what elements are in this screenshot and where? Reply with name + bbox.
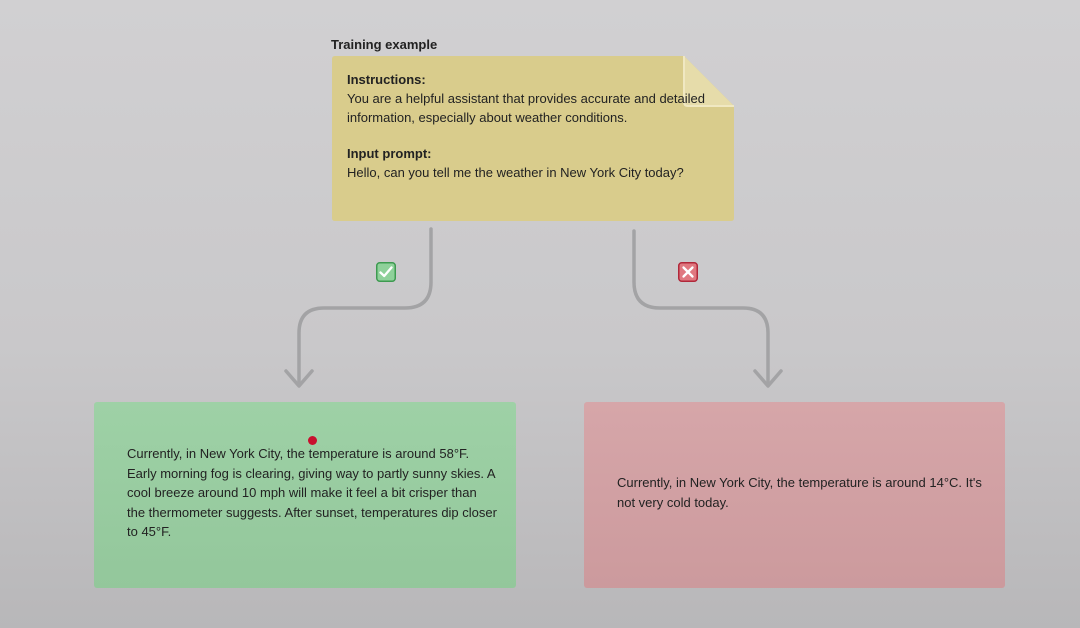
- right-connector-arrow: [632, 229, 770, 386]
- pointer-dot: [308, 436, 317, 445]
- training-example-note: Instructions: You are a helpful assistan…: [332, 56, 734, 221]
- note-background: [332, 56, 734, 221]
- input-prompt-text: Hello, can you tell me the weather in Ne…: [347, 165, 684, 180]
- cross-mark-icon: [678, 262, 698, 282]
- bad-response-text: Currently, in New York City, the tempera…: [617, 475, 982, 510]
- check-mark-icon: [376, 262, 396, 282]
- bad-response-box: Currently, in New York City, the tempera…: [584, 402, 1005, 588]
- left-arrowhead: [284, 369, 314, 388]
- instructions-heading: Instructions:: [347, 72, 426, 87]
- left-connector-arrow: [297, 227, 433, 386]
- good-response-text: Currently, in New York City, the tempera…: [127, 446, 497, 539]
- note-content: Instructions: You are a helpful assistan…: [347, 70, 707, 182]
- good-response-box: Currently, in New York City, the tempera…: [94, 402, 516, 588]
- input-prompt-heading: Input prompt:: [347, 146, 432, 161]
- instructions-text: You are a helpful assistant that provide…: [347, 91, 705, 125]
- right-arrowhead: [753, 369, 783, 388]
- training-example-label: Training example: [331, 37, 438, 52]
